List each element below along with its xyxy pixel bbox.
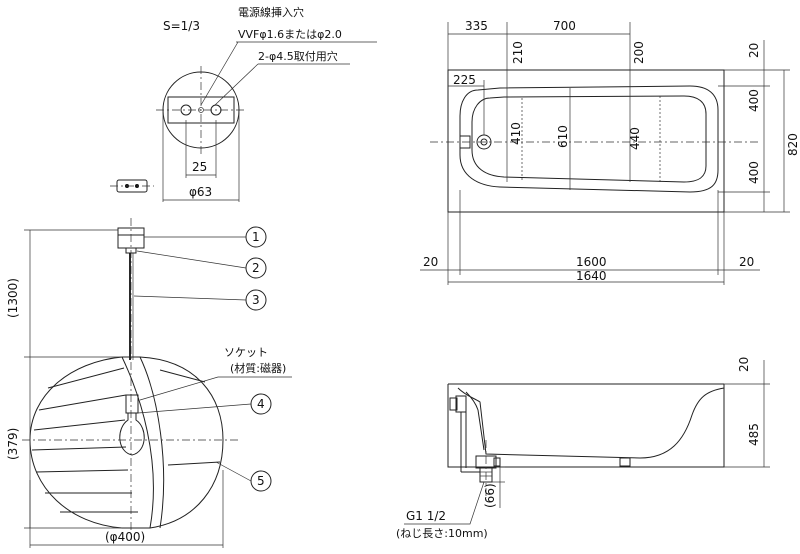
shade-fold xyxy=(121,356,154,529)
socket-label: ソケット xyxy=(224,346,268,359)
dim-410: 410 xyxy=(509,122,523,145)
dim-66: (66) xyxy=(483,483,497,508)
thread-leader xyxy=(404,481,485,525)
dim-440: 440 xyxy=(628,127,642,150)
tub-bottom xyxy=(471,95,707,183)
svg-text:1: 1 xyxy=(252,230,260,244)
tub-inner xyxy=(459,85,719,193)
svg-text:3: 3 xyxy=(252,293,260,307)
dim-20-left: 20 xyxy=(423,255,438,269)
callout-2: 2 xyxy=(136,250,267,279)
cable-spec-note: VVFφ1.6またはφ2.0 xyxy=(238,28,342,41)
dim-1600: 1600 xyxy=(576,255,607,269)
shade-globe xyxy=(29,356,224,529)
socket-material: (材質:磁器) xyxy=(230,361,286,375)
dim-200: 200 xyxy=(632,41,646,64)
cable-hole-note: 電源線挿入穴 xyxy=(238,5,304,19)
leader-cable-hole xyxy=(200,41,239,106)
dim-phi63: φ63 xyxy=(189,185,212,199)
dim-485: 485 xyxy=(747,423,761,446)
dim-400-upper: 400 xyxy=(747,89,761,112)
dim-phi400: (φ400) xyxy=(105,530,145,544)
thread-note: (ねじ長さ:10mm) xyxy=(396,527,488,540)
dim-25: 25 xyxy=(192,160,207,174)
bathtub-plan-view: 335 700 210 200 225 410 610 440 20 400 4… xyxy=(420,19,800,285)
tub-outline xyxy=(447,69,725,213)
dim-400-lower: 400 xyxy=(747,161,761,184)
dim-700: 700 xyxy=(553,19,576,33)
pendant-side-view: (1300) (379) (φ400) ソケット (材質:磁器) 1 2 3 xyxy=(6,218,292,548)
tub-foot xyxy=(619,457,631,467)
pendant-top-view: S=1/3 電源線挿入穴 VVFφ1.6またはφ2.0 2-φ4.5取付用穴 2… xyxy=(110,5,377,202)
callout-5: 5 xyxy=(215,461,272,492)
leader-mount-hole xyxy=(214,63,259,106)
dim-20-top: 20 xyxy=(747,43,761,58)
dim-20-right: 20 xyxy=(739,255,754,269)
svg-text:2: 2 xyxy=(252,261,260,275)
cable-hole xyxy=(198,107,204,113)
bathtub-section-view: 20 485 (66) G1 1/2 (ねじ長さ:10mm) xyxy=(396,357,770,540)
callout-3: 3 xyxy=(133,289,267,311)
dim-820: 820 xyxy=(786,133,800,156)
thread-label: G1 1/2 xyxy=(406,509,446,523)
tub-apron xyxy=(447,384,725,468)
dim-379: (379) xyxy=(6,428,20,460)
dim-rim-20: 20 xyxy=(737,357,751,372)
tub-section-inner xyxy=(457,387,725,459)
callout-1: 1 xyxy=(144,226,267,248)
mounting-hole-note: 2-φ4.5取付用穴 xyxy=(258,49,338,63)
svg-text:4: 4 xyxy=(257,397,265,411)
callout-4: 4 xyxy=(137,393,272,415)
svg-text:5: 5 xyxy=(257,474,265,488)
scale-label: S=1/3 xyxy=(163,19,200,33)
dim-610: 610 xyxy=(556,125,570,148)
socket xyxy=(125,394,139,414)
dim-225: 225 xyxy=(453,73,476,87)
dim-1640: 1640 xyxy=(576,269,607,283)
dim-210: 210 xyxy=(511,41,525,64)
bulb xyxy=(119,412,145,456)
socket-leader xyxy=(139,376,292,401)
dim-335: 335 xyxy=(465,19,488,33)
dim-1300: (1300) xyxy=(6,278,20,318)
